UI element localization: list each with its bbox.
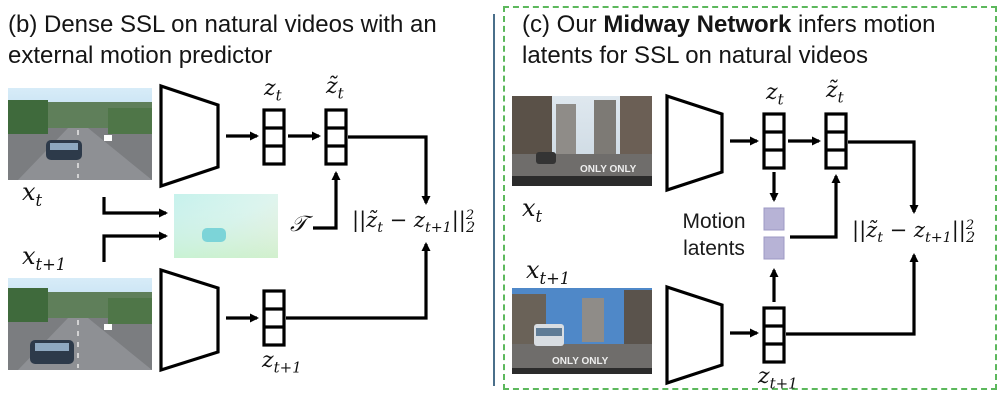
latent-ztilde-c (824, 112, 848, 170)
arrow-xt1-to-flow-b (102, 231, 168, 262)
label-z-t-b: zt (264, 76, 282, 105)
encoder-top-b (159, 83, 220, 189)
encoder-bottom-b (159, 267, 220, 373)
panel-c-title-prefix: (c) Our (522, 11, 604, 38)
loss-formula-c: ||z̃t − zt+1||22 (852, 218, 976, 247)
panel-divider (493, 14, 495, 386)
panel-c-title-suffix: infers motion latents for SSL on natural… (522, 11, 936, 69)
panel-c-dashed-border (503, 6, 997, 390)
arrow-xt-to-flow-b (102, 197, 168, 218)
svg-text:ONLY ONLY: ONLY ONLY (552, 356, 609, 367)
arrow-ztilde-to-loss-b (348, 135, 431, 205)
encoder-bottom-c (665, 284, 724, 386)
frame-t1-image-c: ONLY ONLY (512, 288, 652, 374)
panel-b-title: (b) Dense SSL on natural videos with an … (8, 11, 437, 69)
latent-z-t1-b (262, 289, 286, 347)
label-x-t1-b: xt+1 (22, 242, 67, 274)
frame-t-image-c: ONLY ONLY (512, 96, 652, 186)
label-z-t-c: zt (766, 80, 784, 109)
motion-latents-line1: Motion (682, 210, 746, 233)
label-x-t1-c: xt+1 (526, 256, 571, 288)
label-x-t-c: xt (522, 194, 543, 226)
latent-ztilde-b (324, 108, 348, 166)
arrow-zt1-to-loss-b (286, 242, 431, 320)
label-T-b: 𝒯 (290, 212, 307, 237)
motion-latents-label: Motion latents (672, 208, 756, 262)
frame-t-image-b (8, 88, 152, 180)
optical-flow-image (174, 194, 278, 258)
motion-latent-2 (763, 236, 785, 260)
label-ztilde-b: z̃t (326, 74, 344, 103)
label-ztilde-c: z̃t (826, 78, 844, 107)
label-z-t1-c: zt+1 (758, 364, 798, 393)
svg-text:ONLY ONLY: ONLY ONLY (580, 164, 637, 175)
latent-z-t1-c (762, 306, 786, 364)
motion-latents-line2: latents (683, 237, 745, 260)
latent-z-t-c (762, 112, 786, 170)
arrow-T-to-ztilde-b (313, 171, 341, 230)
arrow-motion-to-ztilde-c (790, 174, 841, 239)
latent-z-t-b (262, 108, 286, 166)
encoder-top-c (665, 93, 724, 193)
arrow-zt1-to-loss-c (786, 253, 919, 336)
frame-t1-image-b (8, 278, 152, 370)
panel-c-title: (c) Our Midway Network infers motion lat… (522, 9, 992, 71)
loss-formula-b: ||z̃t − zt+1||22 (352, 208, 476, 237)
label-z-t1-b: zt+1 (262, 348, 302, 377)
motion-latent-1 (763, 207, 785, 231)
arrow-ztilde-to-loss-c (848, 140, 919, 214)
panel-c-title-bold: Midway Network (603, 11, 792, 38)
label-x-t-b: xt (22, 178, 43, 210)
